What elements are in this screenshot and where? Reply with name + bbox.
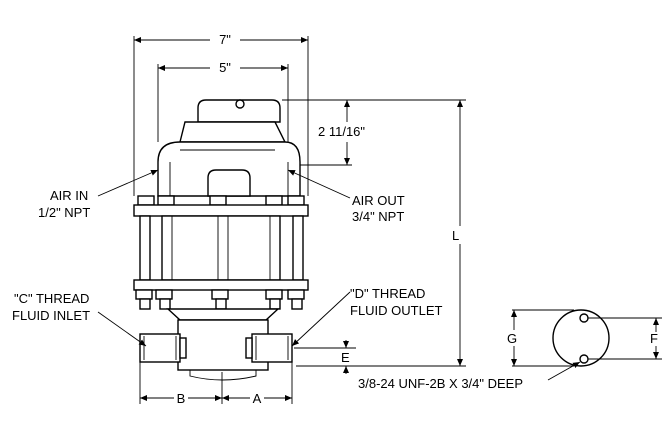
dimension-bottom-offsets: B A	[139, 362, 293, 406]
dimension-inner-width: 5"	[157, 60, 289, 142]
callout-c-thread: "C" THREAD FLUID INLET	[12, 291, 147, 347]
air-out-label: AIR OUT	[352, 193, 405, 208]
air-motor-center-lug	[207, 169, 251, 197]
d-thread-purpose: FLUID OUTLET	[350, 303, 443, 318]
c-thread-label: "C" THREAD	[14, 291, 89, 306]
callout-air-out: AIR OUT 3/4" NPT	[287, 169, 405, 224]
dimension-overall-length: L	[282, 99, 466, 367]
callout-d-thread: "D" THREAD FLUID OUTLET	[291, 286, 443, 347]
mount-hole-top	[579, 313, 589, 323]
pump-end-view: G F	[507, 309, 662, 367]
dimension-overall-width: 7"	[133, 32, 309, 196]
dim-overall-width-label: 7"	[219, 32, 231, 47]
cap-plug	[235, 99, 245, 109]
fluid-inlet-port	[139, 333, 187, 363]
lower-nut-row	[135, 289, 305, 310]
end-view-circle	[552, 309, 610, 367]
dim-port-offset-label: E	[341, 350, 350, 365]
upper-flange-plate	[133, 204, 309, 217]
barrel-and-tie-rods	[139, 215, 304, 281]
c-thread-purpose: FLUID INLET	[12, 308, 90, 323]
air-motor-housing	[157, 141, 301, 197]
air-out-size: 3/4" NPT	[352, 209, 404, 224]
mount-holes-spec: 3/8-24 UNF-2B X 3/4" DEEP	[358, 376, 523, 391]
mount-hole-bottom	[579, 354, 589, 364]
air-in-size: 1/2" NPT	[38, 205, 90, 220]
dim-overall-length-label: L	[452, 228, 459, 243]
pump-front-view	[133, 99, 309, 381]
dim-end-f-label: F	[650, 331, 658, 346]
air-valve-cap	[197, 99, 281, 123]
dim-top-height-label: 2 11/16"	[318, 124, 365, 139]
callout-mount-holes: 3/8-24 UNF-2B X 3/4" DEEP	[358, 361, 581, 391]
dim-right-offset-label: A	[253, 391, 262, 406]
upper-nut-row	[137, 195, 305, 206]
valve-block	[179, 121, 287, 143]
air-in-label: AIR IN	[50, 188, 88, 203]
fluid-outlet-port	[245, 333, 293, 363]
dim-end-g-label: G	[507, 331, 517, 346]
dim-inner-width-label: 5"	[219, 60, 231, 75]
dimension-top-height: 2 11/16"	[282, 99, 365, 166]
dim-left-offset-label: B	[177, 391, 186, 406]
dimension-port-offset: E	[294, 340, 356, 374]
lower-flange-plate	[133, 279, 309, 291]
fluid-section-shoulder	[166, 308, 280, 321]
d-thread-label: "D" THREAD	[350, 286, 425, 301]
callout-air-in: AIR IN 1/2" NPT	[38, 169, 159, 220]
